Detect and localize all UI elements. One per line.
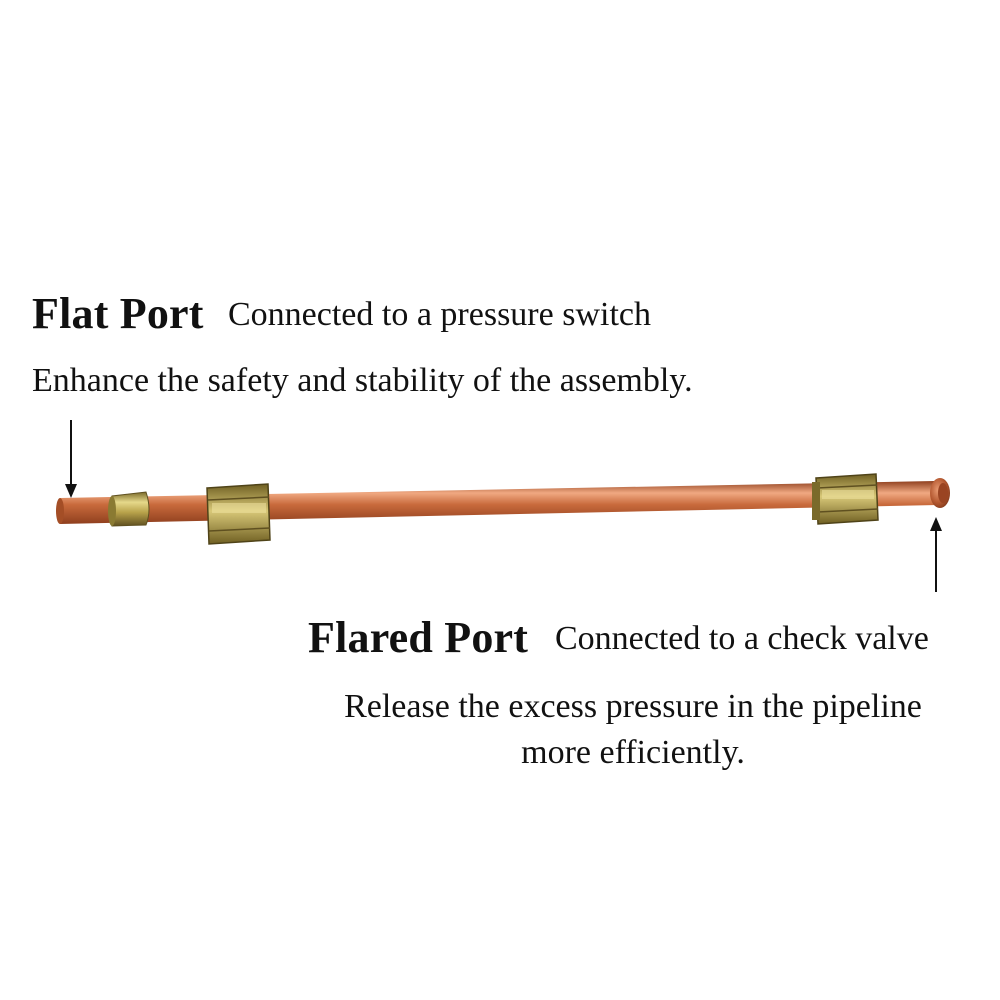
- flared-port-title: Flared Port: [308, 613, 529, 662]
- flared-port-description-line-2: more efficiently.: [521, 734, 745, 771]
- flared-port-connection: Connected to a check valve: [555, 620, 929, 657]
- flared-port-description: Release the excess pressure in the pipel…: [300, 684, 966, 776]
- left-hex-nut: [206, 483, 271, 545]
- right-hex-nut: [812, 473, 879, 525]
- flared-end: [930, 478, 950, 508]
- flared-port-arrow: [930, 517, 942, 592]
- flat-port-description: Enhance the safety and stability of the …: [32, 362, 693, 399]
- flat-port-title: Flat Port: [32, 289, 204, 338]
- flat-port-arrow: [65, 420, 77, 498]
- flared-port-description-line-1: Release the excess pressure in the pipel…: [344, 688, 922, 725]
- copper-tube: [56, 481, 938, 524]
- brass-ferrule: [108, 491, 150, 527]
- flat-port-connection: Connected to a pressure switch: [228, 296, 651, 333]
